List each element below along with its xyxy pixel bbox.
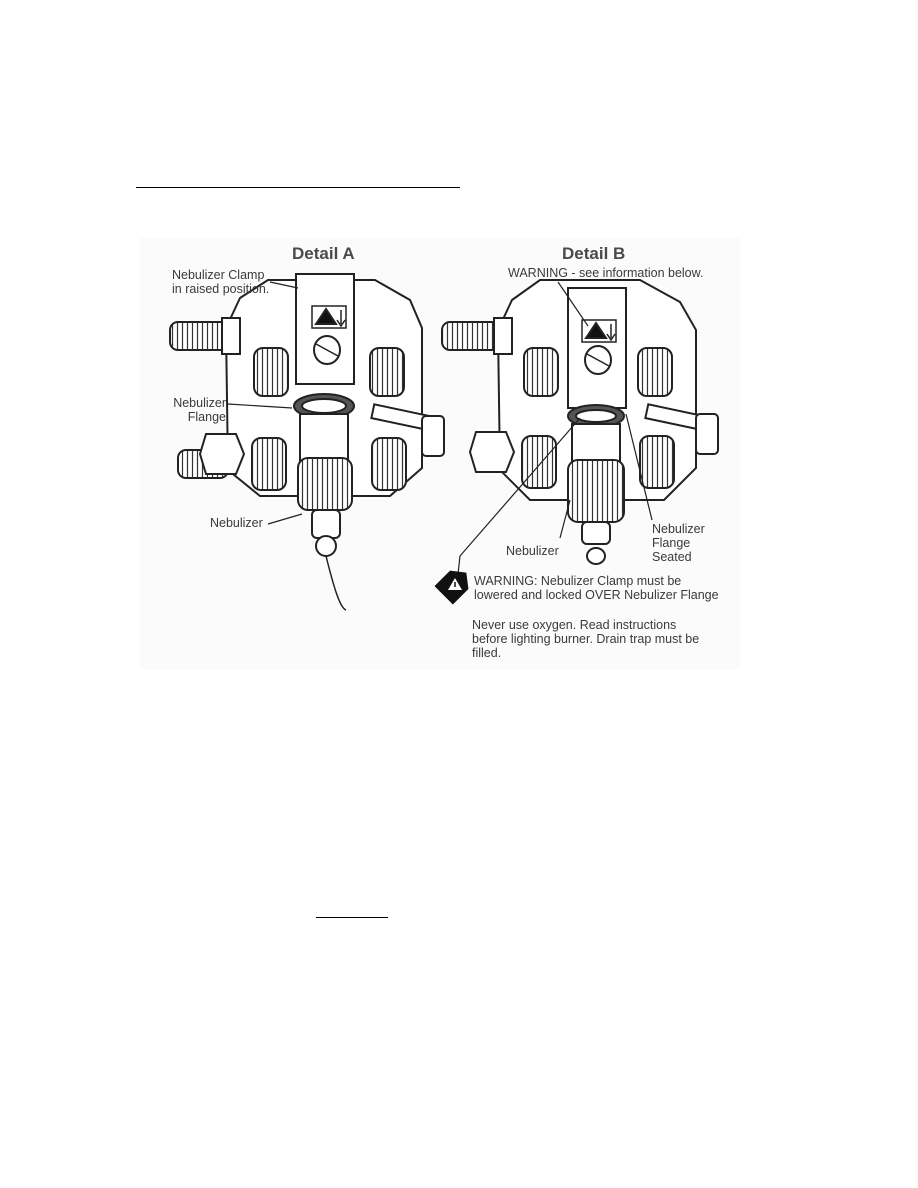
label-flange-seated: Nebulizer Flange Seated bbox=[652, 522, 705, 564]
knob-b3 bbox=[521, 435, 557, 489]
knob-a3 bbox=[251, 437, 287, 491]
gas-fitting-upper-left-b bbox=[441, 317, 513, 355]
gas-fitting-upper-left bbox=[169, 317, 241, 355]
detail-b-title: Detail B bbox=[562, 244, 626, 263]
knob-a2 bbox=[369, 347, 405, 397]
burner-drawing bbox=[169, 273, 719, 611]
warning-text: WARNING: Nebulizer Clamp must be lowered… bbox=[474, 574, 719, 602]
sample-tube-a bbox=[325, 555, 347, 611]
nebulizer-clamp-a bbox=[295, 273, 355, 385]
knob-b2 bbox=[637, 347, 673, 397]
label-warning-ref: WARNING - see information below. bbox=[508, 266, 704, 280]
gas-fitting-lower-left bbox=[177, 433, 246, 479]
detail-b-drawing bbox=[441, 279, 719, 575]
side-port-right-b bbox=[644, 403, 719, 455]
knob-a4 bbox=[371, 437, 407, 491]
label-nebulizer-flange-a: Nebulizer Flange bbox=[173, 396, 226, 424]
warning-note: Never use oxygen. Read instructions befo… bbox=[472, 618, 700, 660]
burner-nebulizer-figure: Detail A Detail B Nebulizer Clamp in rai… bbox=[140, 238, 740, 670]
label-nebulizer-a: Nebulizer bbox=[210, 516, 263, 530]
knob-b4 bbox=[639, 435, 675, 489]
nebulizer-knurl-b bbox=[567, 459, 625, 523]
side-port-right bbox=[370, 403, 445, 457]
detail-a-drawing bbox=[169, 273, 445, 611]
nebulizer-knurl-a bbox=[297, 457, 353, 511]
knob-a1 bbox=[253, 347, 289, 397]
label-nebulizer-b: Nebulizer bbox=[506, 544, 559, 558]
warning-triangle-icon bbox=[314, 307, 338, 325]
label-nebulizer-clamp: Nebulizer Clamp in raised position. bbox=[172, 268, 270, 296]
detail-a-title: Detail A bbox=[292, 244, 355, 263]
warning-symbol bbox=[434, 570, 469, 605]
knob-b1 bbox=[523, 347, 559, 397]
section-heading-underline bbox=[136, 187, 460, 188]
down-arrow-icon bbox=[336, 319, 346, 328]
underline-mark bbox=[316, 917, 388, 918]
gas-fitting-lower-left-b bbox=[468, 431, 516, 473]
